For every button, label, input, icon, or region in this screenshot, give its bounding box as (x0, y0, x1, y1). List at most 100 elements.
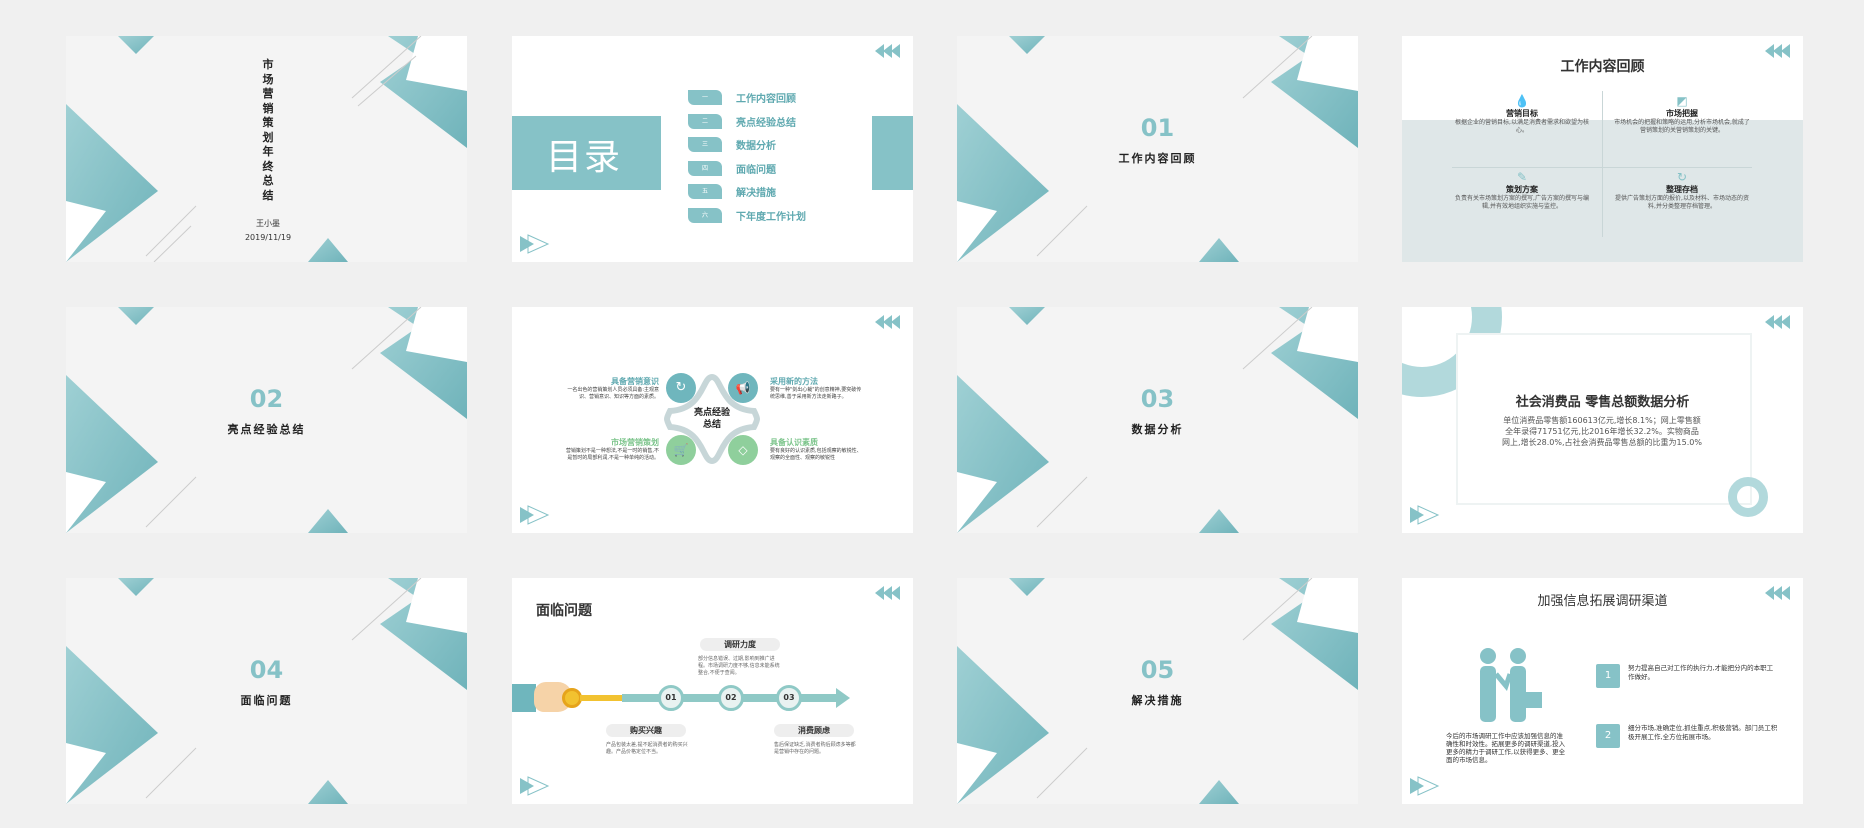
key-shaft (580, 695, 624, 701)
decorative-shapes (66, 578, 467, 804)
fast-forward-icon (520, 234, 550, 254)
slide-thumbnail-7[interactable]: 03 数据分析 (957, 307, 1358, 533)
section-number: 02 (249, 385, 284, 413)
slide-thumbnail-5[interactable]: 02 亮点经验总结 (66, 307, 467, 533)
section-title: 工作内容回顾 (1118, 152, 1197, 165)
title-char: 总 (262, 174, 274, 187)
title-char: 策 (262, 116, 274, 129)
step-label: 消费顾虑 (774, 724, 854, 737)
brush-icon: ✎ (1516, 170, 1528, 184)
cell-title: 策划方案 (1506, 185, 1538, 194)
toc-item[interactable]: 五 解决措施 (688, 180, 806, 204)
slide-thumbnail-6[interactable]: 亮点经验 总结 ↻ 📢 🛒 ◇ 具备营销意识 一名出色的营销策划人员必须具备:主… (512, 307, 913, 533)
center-label-line: 总结 (702, 420, 721, 430)
point-badge: 1 (1596, 664, 1620, 688)
decorative-shapes (66, 307, 467, 533)
point-badge: 2 (1596, 724, 1620, 748)
decorative-shapes (957, 307, 1358, 533)
author: 王小墨 (256, 219, 280, 228)
highlight-item: 采用新的方法 要有一种"剑出心裁"的创意精神,要突破传统思维,善于采用新方法走新… (770, 376, 865, 400)
section-title: 解决措施 (1131, 694, 1184, 707)
cell-text: 负责有关市场策划方案的撰写,广告方案的撰写与编辑,并有效地组织实施与监控。 (1455, 195, 1589, 210)
fast-forward-icon (520, 776, 550, 796)
highlight-title: 市场营销策划 (611, 438, 659, 447)
hand-sleeve (512, 684, 536, 712)
highlight-text: 要有一种"剑出心裁"的创意精神,要突破传统思维,善于采用新方法走新路子。 (770, 387, 862, 400)
highlight-item: 具备认识素质 要有良好的认识素质,包括观察的敏锐性、观察的全面性、观察的敏锐性 (770, 437, 865, 461)
review-cell: 💧 营销目标 根据企业的营销目标,以满足消费者需求和欲望为核心。 (1452, 94, 1592, 135)
step-text: 售后保证缺乏,消费者购后顾虑多等都是营销中存在的问题。 (774, 742, 856, 755)
slide-thumbnail-11[interactable]: 05 解决措施 (957, 578, 1358, 804)
step-node: 03 (776, 685, 802, 711)
rewind-icon (875, 586, 900, 600)
title-char: 结 (262, 188, 274, 202)
section-number: 03 (1140, 385, 1175, 413)
slide-thumbnail-8[interactable]: 社会消费品 零售总额数据分析 单位消费品零售额160613亿元,增长8.1%；网… (1402, 307, 1803, 533)
title-char: 划 (262, 130, 274, 144)
drop-icon: 💧 (1514, 94, 1530, 108)
diamond-icon: ◇ (728, 435, 758, 465)
toc-side-block (872, 116, 913, 190)
slide-title: 工作内容回顾 (1560, 59, 1645, 75)
cell-text: 根据企业的营销目标,以满足消费者需求和欲望为核心。 (1455, 119, 1589, 134)
highlight-title: 采用新的方法 (770, 377, 818, 386)
toc-item[interactable]: 四面临问题 (688, 157, 806, 181)
title-char: 市 (262, 58, 274, 71)
toc-heading-block (512, 116, 661, 190)
title-char: 营 (262, 87, 274, 100)
review-cell: ◩ 市场把握 市场机会的把握和策略的运用,分析市场机会,就成了营销策划的关营销策… (1612, 94, 1752, 135)
section-title: 数据分析 (1131, 423, 1184, 436)
timeline-arrow (836, 688, 850, 708)
decorative-shapes (66, 36, 467, 262)
cross-shape (664, 373, 760, 465)
key-icon (562, 688, 582, 708)
fast-forward-icon (520, 505, 550, 525)
rewind-icon (875, 315, 900, 329)
toc-item[interactable]: 三数据分析 (688, 133, 806, 157)
analysis-paragraph: 单位消费品零售额160613亿元,增长8.1%；网上零售额全年录得71751亿元… (1502, 416, 1702, 447)
step-label: 调研力度 (700, 638, 780, 651)
section-number: 01 (1140, 114, 1175, 142)
toc-heading: 目录 (546, 137, 623, 178)
toc-item-number: 二 (688, 113, 722, 129)
cell-text: 市场机会的把握和策略的运用,分析市场机会,就成了营销策划的关营销策划的关键。 (1614, 119, 1750, 134)
slide-thumbnail-3[interactable]: 01 工作内容回顾 (957, 36, 1358, 262)
toc-item[interactable]: 六下年度工作计划 (688, 204, 806, 228)
section-number: 04 (249, 656, 284, 684)
section-number: 05 (1140, 656, 1175, 684)
slide-thumbnail-2[interactable]: 目录 一 工作内容回顾 二 亮点经验总结 三数据分析 四面临问题 五 解决措施 六下年… (512, 36, 913, 262)
review-cell: ✎ 策划方案 负责有关市场策划方案的撰写,广告方案的撰写与编辑,并有效地组织实施… (1452, 170, 1592, 211)
slide-thumbnail-9[interactable]: 04 面临问题 (66, 578, 467, 804)
toc-item[interactable]: 二 亮点经验总结 (688, 110, 806, 134)
toc-item-number: 一 (688, 90, 722, 106)
fast-forward-icon (1410, 776, 1440, 796)
slide-thumbnail-10[interactable]: 面临问题 01 02 03 调研力度 部分信息错误、过期,影响到推广进程。市场调… (512, 578, 913, 804)
cart-icon: 🛒 (666, 435, 696, 465)
decorative-shapes (957, 578, 1358, 804)
toc-item-number: 五 (688, 184, 722, 200)
step-text: 产品包装太差,提不起消费者的购买兴趣。产品价格定位不当。 (606, 742, 688, 755)
handshake-icon (1480, 648, 1542, 722)
slide-title: 面临问题 (536, 603, 592, 619)
date: 2019/11/19 (244, 233, 292, 242)
toc-item-label: 亮点经验总结 (736, 117, 796, 129)
rewind-icon (1765, 586, 1790, 600)
step-node: 01 (658, 685, 684, 711)
decorative-shapes (957, 36, 1358, 262)
toc-item-label: 数据分析 (736, 141, 776, 153)
toc-item-number: 六 (688, 207, 722, 223)
title-char: 场 (262, 72, 274, 86)
left-text: 今后的市场调研工作中应该加强信息的准确性和时效性。拓展更多的调研渠道,投入更多的… (1446, 732, 1566, 764)
slide-thumbnail-1[interactable]: 市 场 营 销 策 划 年 终 总 结 王小墨 2019/11/19 (66, 36, 467, 262)
title-char: 销 (262, 101, 274, 115)
slide-thumbnail-4[interactable]: 工作内容回顾 💧 营销目标 根据企业的营销目标,以满足消费者需求和欲望为核心。 … (1402, 36, 1803, 262)
step-text: 部分信息错误、过期,影响到推广进程。市场调研力度不够,信息未能系统整合,不便于查… (698, 656, 780, 676)
toc-item-number: 四 (688, 160, 722, 176)
slide-thumbnail-12[interactable]: 加强信息拓展调研渠道 今后的市场调研工作中应该加强信息的准确性和时效性。拓展更多… (1402, 578, 1803, 804)
highlight-item: 市场营销策划 营销策划不是一种想法,不是一时的销售,不是暂时的局部利润,不是一种… (564, 437, 659, 461)
toc-item-label: 解决措施 (736, 188, 776, 200)
toc-item[interactable]: 一 工作内容回顾 (688, 86, 806, 110)
divider-vertical (1602, 91, 1603, 237)
section-title: 面临问题 (240, 694, 293, 707)
toc-item-label: 工作内容回顾 (736, 94, 796, 106)
